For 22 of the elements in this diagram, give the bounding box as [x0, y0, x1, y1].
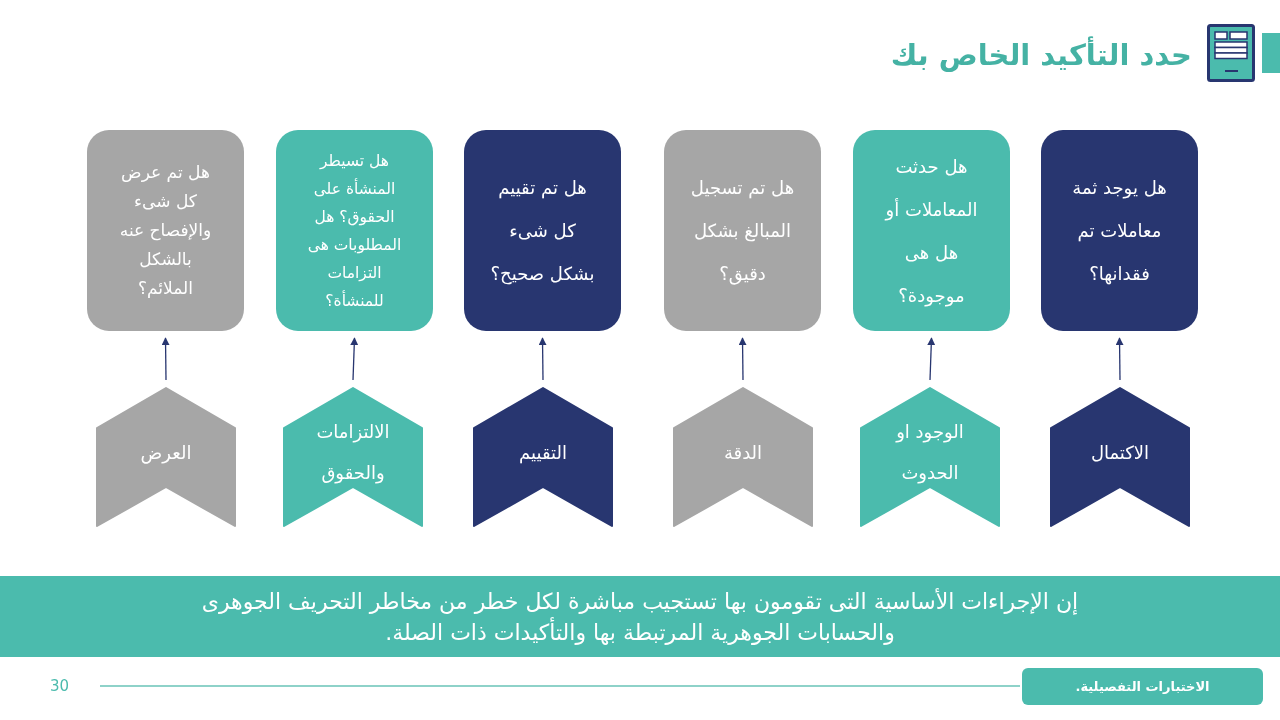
arrow	[738, 337, 747, 381]
chevron-badge: التقييم	[473, 387, 613, 527]
question-box: هل حدثت المعاملات أو هل هى موجودة؟	[853, 130, 1010, 331]
arrow	[1115, 337, 1124, 381]
question-box: هل يوجد ثمة معاملات تم فقدانها؟	[1041, 130, 1198, 331]
chevron-badge: الاكتمال	[1050, 387, 1190, 527]
page-number: 30	[50, 677, 70, 695]
text-band: إن الإجراءات الأساسية التى تقومون بها تستجيب مباشرة لكل خطر من مخاطر التحريف الجوهرى والحسابات الجوهرية المرتبطة بها والتأكيدات ذات الصلة.	[0, 576, 1280, 657]
title: حدد التأكيد الخاص بك	[890, 37, 1192, 73]
arrow	[538, 337, 547, 381]
chevron-badge: الوجود او الحدوث	[860, 387, 1000, 527]
chevron-badge: الالتزامات والحقوق	[283, 387, 423, 527]
question-box: هل تم تسجيل المبالغ بشكل دقيق؟	[664, 130, 821, 331]
arrow	[350, 337, 359, 381]
section-tab: الاختبارات التفصيلية.	[1022, 668, 1263, 705]
question-box: هل تم تقييم كل شىء بشكل صحيح؟	[464, 130, 621, 331]
chevron-badge: العرض	[96, 387, 236, 527]
chevron-badge: الدقة	[673, 387, 813, 527]
question-box: هل تسيطر المنشأة على الحقوق؟ هل المطلوبات هى التزامات للمنشأة؟	[276, 130, 433, 331]
question-box: هل تم عرض كل شىء والإفصاح عنه بالشكل الملائم؟	[87, 130, 244, 331]
arrow	[927, 337, 936, 381]
arrow	[161, 337, 170, 381]
